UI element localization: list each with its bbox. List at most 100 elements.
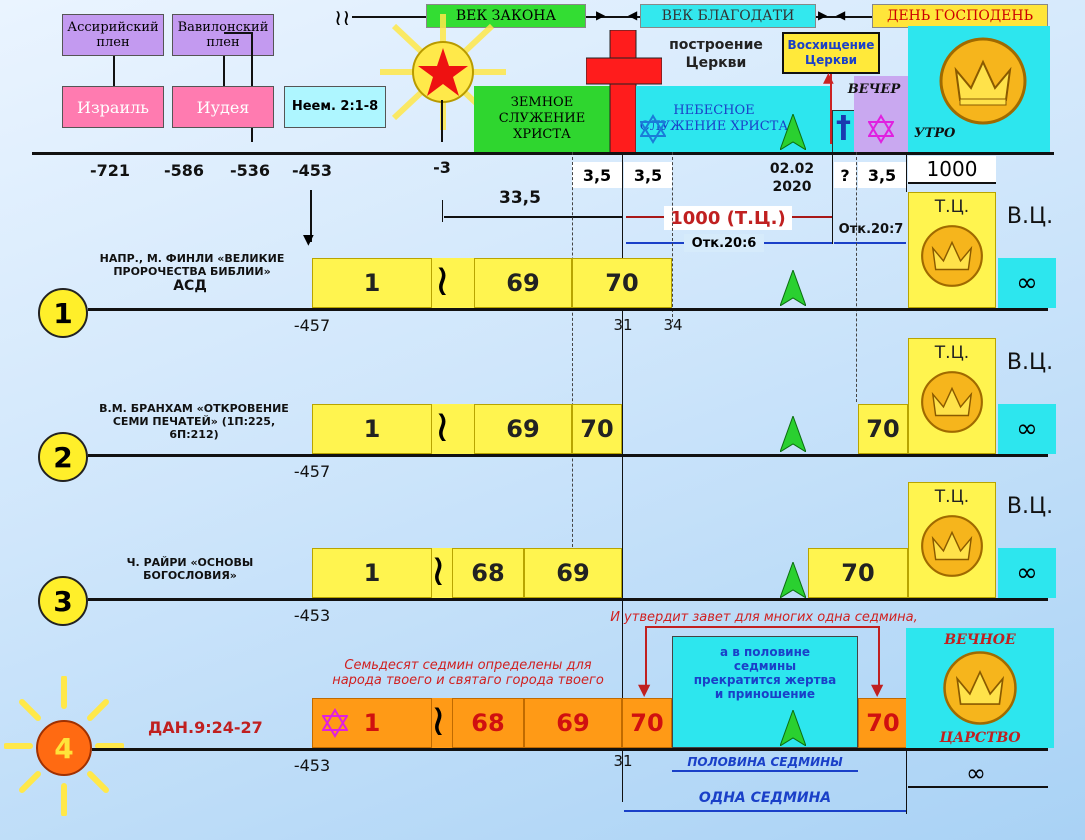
israel-box: Израиль — [62, 86, 164, 128]
green-arrow-icon — [780, 114, 806, 150]
main-timeline — [32, 152, 1054, 155]
guide-dash-672 — [672, 152, 673, 322]
half-week-label: ПОЛОВИНА СЕДМИНЫ — [687, 755, 843, 769]
row-2-vc: В.Ц. — [1006, 350, 1054, 375]
row-2-start: -457 — [293, 462, 331, 481]
year-586: -586 — [163, 161, 205, 180]
row-3-crown-icon — [921, 515, 983, 577]
row-4-block-1: 1 — [312, 698, 432, 748]
babylon-captivity-box: Вавилонский плен — [172, 14, 274, 56]
guide-2020 — [832, 152, 833, 244]
evening-box — [854, 76, 908, 152]
row-4-seventy-text: Семьдесят седмин определены для народа т… — [332, 658, 604, 688]
judea-box: Иудея — [172, 86, 274, 128]
row-4-star-of-david-icon — [322, 708, 348, 738]
covenant-arrowhead-left: ▼ — [638, 680, 651, 699]
morning-label: УТРО — [914, 126, 956, 141]
arrow-up-babylon — [223, 56, 225, 86]
row-1-break — [432, 258, 474, 308]
star-of-david-icon — [640, 114, 666, 144]
row-4-sun-icon — [4, 676, 124, 816]
covenant-bracket-right — [878, 626, 880, 688]
guide-906 — [906, 152, 907, 192]
year-721: -721 — [89, 161, 131, 180]
row-4-block-70-b: 70 — [858, 698, 908, 748]
crown-icon-top — [939, 37, 1027, 125]
row-1-crown-icon — [921, 225, 983, 287]
date-label: 02.02 2020 — [769, 161, 815, 195]
star-down-line — [441, 100, 443, 142]
row-4-mark-31: 31 — [613, 752, 633, 770]
row-4-covenant-text: И утвердит завет для многих одна седмина… — [610, 610, 918, 625]
row-4-crown-icon — [943, 651, 1017, 725]
row-4-green-arrow-icon — [780, 710, 806, 746]
nehemiah-arrowhead: ▼ — [303, 232, 314, 248]
row-1-block-70: 70 — [572, 258, 672, 308]
row-4-block-69: 69 — [524, 698, 622, 748]
row-3-eternal: ∞ — [998, 548, 1056, 598]
row-2-block-70: 70 — [572, 404, 622, 454]
arrow-up-assyrian — [113, 56, 115, 86]
row-1-mark-31: 31 — [613, 316, 633, 334]
babylon-return-line — [224, 32, 252, 34]
span-1000: 1000 — [908, 156, 996, 182]
one-week-label: ОДНА СЕДМИНА — [698, 790, 832, 806]
row-2-line — [88, 454, 1048, 457]
otk206-label: Отк.20:6 — [684, 234, 764, 252]
covenant-bracket-top — [645, 626, 880, 628]
row-4-kingdom-label: ЦАРСТВО — [939, 730, 1021, 746]
row-3-wavy: ≀ — [430, 545, 447, 596]
row-4-line — [92, 748, 1048, 751]
row-1-source: НАПР., М. ФИНЛИ «ВЕЛИКИЕ ПРОРОЧЕСТВА БИБ… — [99, 252, 285, 278]
row-1-line — [88, 308, 1048, 311]
rapture-arrow — [830, 74, 832, 144]
span-3-5-a: 3,5 — [572, 162, 622, 188]
rapture-box: Восхищение Церкви — [782, 32, 880, 74]
span-3-5-c: 3,5 — [858, 162, 906, 188]
row-1-vc: В.Ц. — [1006, 204, 1054, 229]
blue-cross-icon: † — [836, 110, 851, 145]
row-1-number: 1 — [38, 288, 88, 338]
one-week-line — [624, 810, 906, 812]
header-arrow-left-1: ▶ — [596, 8, 606, 22]
nehemiah-box: Неем. 2:1-8 — [284, 86, 386, 128]
row-3-break — [432, 548, 452, 598]
row-2-break — [432, 404, 474, 454]
header-arrow-left-2: ▶ — [818, 8, 828, 22]
row-1-block-1: 1 — [312, 258, 432, 308]
row-4-infinity: ∞ — [966, 759, 986, 787]
row-2-block-69: 69 — [474, 404, 572, 454]
eternity-line — [908, 786, 1048, 788]
row-3-line — [88, 598, 1048, 601]
row-4-eternal-label: ВЕЧНОЕ — [944, 632, 1016, 648]
row-2-block-1: 1 — [312, 404, 432, 454]
span-1000-line — [908, 182, 996, 184]
otk207-line — [834, 242, 906, 244]
row-3-source: Ч. РАЙРИ «ОСНОВЫ БОГОСЛОВИЯ» — [126, 556, 254, 582]
wavy-break-icon: ≀≀ — [334, 6, 351, 31]
row-1-green-arrow-icon — [780, 270, 806, 306]
year-3: -3 — [433, 158, 451, 177]
year-453: -453 — [291, 161, 333, 180]
row-2-wavy: ≀ — [434, 401, 451, 452]
row-3-block-70: 70 — [808, 548, 908, 598]
span-33-5-label: 33,5 — [499, 188, 541, 208]
row-3-block-69: 69 — [524, 548, 622, 598]
row-2-crown-icon — [921, 371, 983, 433]
row-4-block-70-a: 70 — [622, 698, 672, 748]
row-2-source: В.М. БРАНХАМ «ОТКРОВЕНИЕ СЕМИ ПЕЧАТЕЙ» (… — [99, 402, 289, 441]
row-1-start: -457 — [293, 316, 331, 335]
row-2-green-arrow-icon — [780, 416, 806, 452]
header-grace-age: ВЕК БЛАГОДАТИ — [640, 4, 816, 28]
nehemiah-arrow — [310, 190, 312, 242]
row-1-wavy: ≀ — [434, 255, 451, 306]
row-4-guide-906 — [906, 748, 907, 814]
vline-minus3 — [442, 200, 443, 222]
span-3-5-b: 3,5 — [624, 162, 672, 188]
cross-icon — [586, 30, 662, 154]
rapture-arrowhead: ▲ — [823, 70, 834, 86]
covenant-bracket-left — [645, 626, 647, 688]
row-1-mark-34: 34 — [663, 316, 683, 334]
star-sun-icon — [380, 14, 506, 130]
header-lord-day: ДЕНЬ ГОСПОДЕНЬ — [872, 4, 1048, 28]
